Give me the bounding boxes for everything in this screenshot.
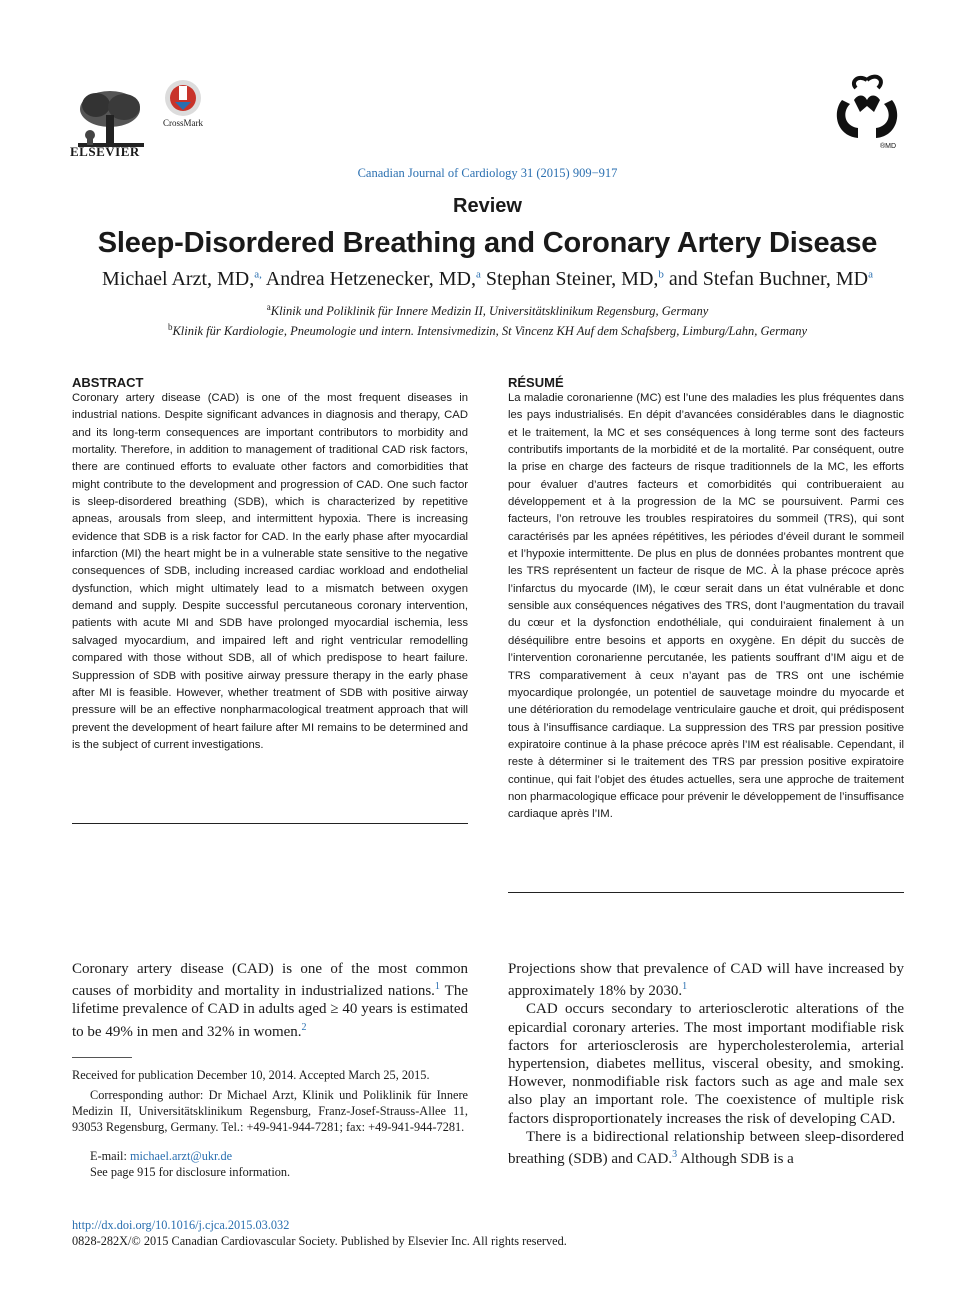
body-text: The lifetime prevalence of CAD in adults…	[72, 983, 468, 1040]
author-affiliation-mark[interactable]: a,	[254, 268, 262, 281]
copyright-line: 0828-282X/© 2015 Canadian Cardiovascular…	[72, 1234, 567, 1248]
affiliation-text: Klinik für Kardiologie, Pneumologie und …	[172, 324, 808, 339]
body-text: There is a bidirectional relationship be…	[508, 1128, 904, 1168]
reference-link[interactable]: 3	[672, 1149, 678, 1161]
reference-link[interactable]: 2	[301, 1021, 307, 1033]
email-label: E-mail:	[90, 1149, 130, 1163]
publisher-name: ELSEVIER	[70, 144, 140, 159]
affiliation-a: aKlinik und Poliklinik für Innere Medizi…	[0, 302, 975, 319]
author-name: Andrea Hetzenecker, MD,	[265, 268, 476, 290]
crossmark-label[interactable]: CrossMark	[163, 118, 203, 128]
journal-logo-mark: ®MD	[880, 142, 896, 150]
journal-citation[interactable]: Canadian Journal of Cardiology 31 (2015)…	[357, 166, 618, 180]
body-text: Projections show that prevalence of CAD …	[508, 961, 904, 1000]
affiliation-text: Klinik und Poliklinik für Innere Medizin…	[270, 304, 709, 319]
affiliation-mark: b	[167, 322, 173, 332]
disclosure-note: See page 915 for disclosure information.	[90, 1165, 291, 1179]
author-affiliation-mark[interactable]: a	[476, 268, 481, 281]
author-name: Stephan Steiner, MD,	[485, 268, 659, 290]
reference-link[interactable]: 1	[682, 981, 688, 993]
crossmark-icon[interactable]	[163, 78, 203, 118]
doi-link[interactable]: http://dx.doi.org/10.1016/j.cjca.2015.03…	[72, 1218, 290, 1232]
footnote-divider	[72, 1057, 132, 1058]
resume-divider	[508, 892, 904, 893]
author-affiliation-mark[interactable]: a	[868, 268, 873, 281]
abstract-heading: ABSTRACT	[72, 375, 144, 390]
body-paragraph: There is a bidirectional relationship be…	[508, 1128, 904, 1168]
elsevier-tree-logo	[70, 87, 148, 153]
reference-link[interactable]: 1	[434, 981, 440, 993]
author-name: Michael Arzt, MD,	[102, 268, 255, 290]
resume-heading: RÉSUMÉ	[508, 375, 564, 390]
email-link[interactable]: michael.arzt@ukr.de	[129, 1149, 233, 1163]
affiliation-b: bKlinik für Kardiologie, Pneumologie und…	[0, 322, 975, 339]
section-label: Review	[453, 195, 522, 217]
body-paragraph: Projections show that prevalence of CAD …	[508, 960, 904, 1000]
author-affiliation-mark[interactable]: b	[658, 268, 664, 281]
body-paragraph: CAD occurs secondary to arteriosclerotic…	[508, 1001, 904, 1127]
email-note: E-mail: michael.arzt@ukr.de	[72, 1149, 468, 1165]
abstract-divider	[72, 823, 468, 824]
author-list: Michael Arzt, MD,a, Andrea Hetzenecker, …	[0, 268, 975, 291]
body-column-right: Projections show that prevalence of CAD …	[508, 960, 904, 1168]
body-text: Coronary artery disease (CAD) is one of …	[72, 961, 468, 1000]
received-date-note: Received for publication December 10, 20…	[72, 1068, 430, 1082]
corresponding-author-note: Corresponding author: Dr Michael Arzt, K…	[72, 1088, 468, 1134]
article-title: Sleep-Disordered Breathing and Coronary …	[97, 227, 878, 259]
body-column-left: Coronary artery disease (CAD) is one of …	[72, 960, 468, 1041]
author-name: and Stefan Buchner, MD	[668, 268, 869, 290]
affiliation-mark: a	[266, 302, 271, 312]
resume-text: La maladie coronarienne (MC) est l’une d…	[508, 392, 904, 821]
body-text: Although SDB is a	[677, 1151, 794, 1168]
cardiovascular-society-logo: ®MD	[836, 74, 898, 150]
abstract-text: Coronary artery disease (CAD) is one of …	[72, 392, 468, 751]
